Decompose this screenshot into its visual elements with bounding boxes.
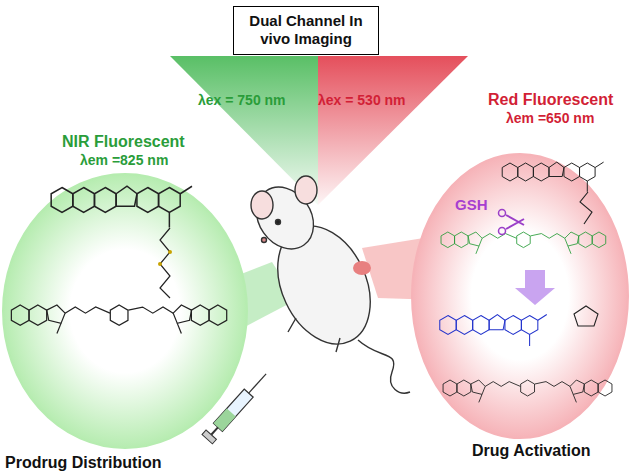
disulfide-dots — [158, 250, 172, 266]
title-box: Dual Channel In vivo Imaging — [233, 6, 379, 55]
reagent-label: GSH — [455, 196, 488, 214]
circle-outline — [410, 86, 631, 463]
panel-circle: NIR Fluorescentλem =825 nm Prodrug Distri… — [0, 126, 255, 473]
caption-heading: Drug Activation — [472, 441, 591, 460]
mouse — [245, 176, 410, 393]
caption-heading: Prodrug Distribution — [5, 453, 161, 472]
activation-structures — [440, 162, 612, 402]
excitation-label: λex = 530 nm — [318, 92, 406, 109]
node-heading: NIR Fluorescent — [62, 132, 185, 151]
excitation-label: λex = 750 nm — [198, 92, 286, 109]
circle-outline — [0, 126, 255, 473]
panel-circle: Red Fluorescentλem =650 nm GSH Drug Activa… — [410, 86, 631, 463]
green-beam — [170, 56, 318, 205]
wavelength: λem =825 nm — [80, 152, 168, 169]
wavelength: λem =650 nm — [506, 110, 594, 127]
node-heading: Red Fluorescent — [488, 90, 613, 109]
box-title: Dual Channel In vivo Imaging — [249, 12, 363, 48]
prodrug-structure — [11, 186, 226, 333]
red-beam — [318, 56, 468, 205]
